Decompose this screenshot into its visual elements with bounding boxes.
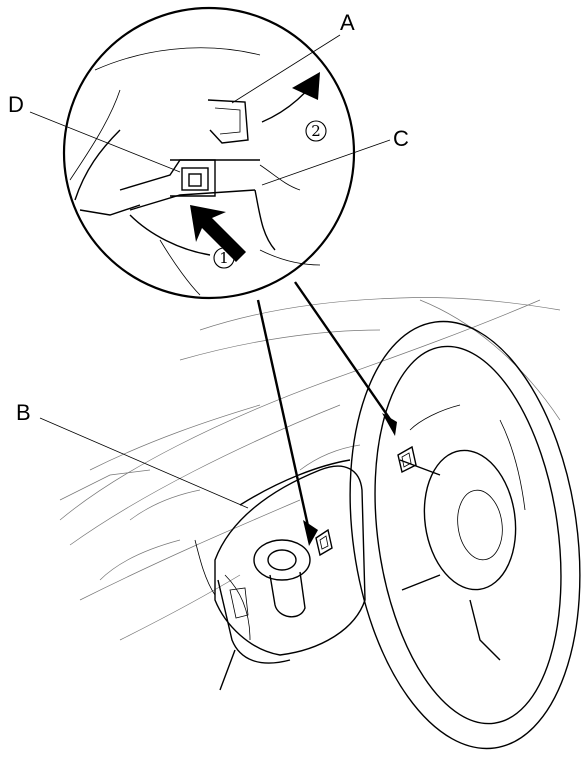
step-1-label: 1	[219, 249, 229, 267]
push-arrow-icon	[190, 205, 246, 262]
callout-d: D	[8, 92, 24, 117]
arrow-up-icon	[292, 72, 320, 100]
step-2-label: 2	[311, 122, 321, 140]
callout-leaders	[29, 34, 391, 509]
step-marker-2: 2	[305, 120, 327, 142]
callout-c: C	[393, 126, 409, 151]
callout-a: A	[340, 10, 355, 35]
dashboard-background	[59, 297, 561, 641]
column-cover	[194, 459, 366, 691]
step-marker-1: 1	[213, 247, 235, 269]
detail-magnifier	[62, 6, 356, 300]
steering-wheel	[349, 320, 581, 750]
callout-b: B	[16, 400, 31, 425]
leader-lines	[256, 281, 397, 546]
